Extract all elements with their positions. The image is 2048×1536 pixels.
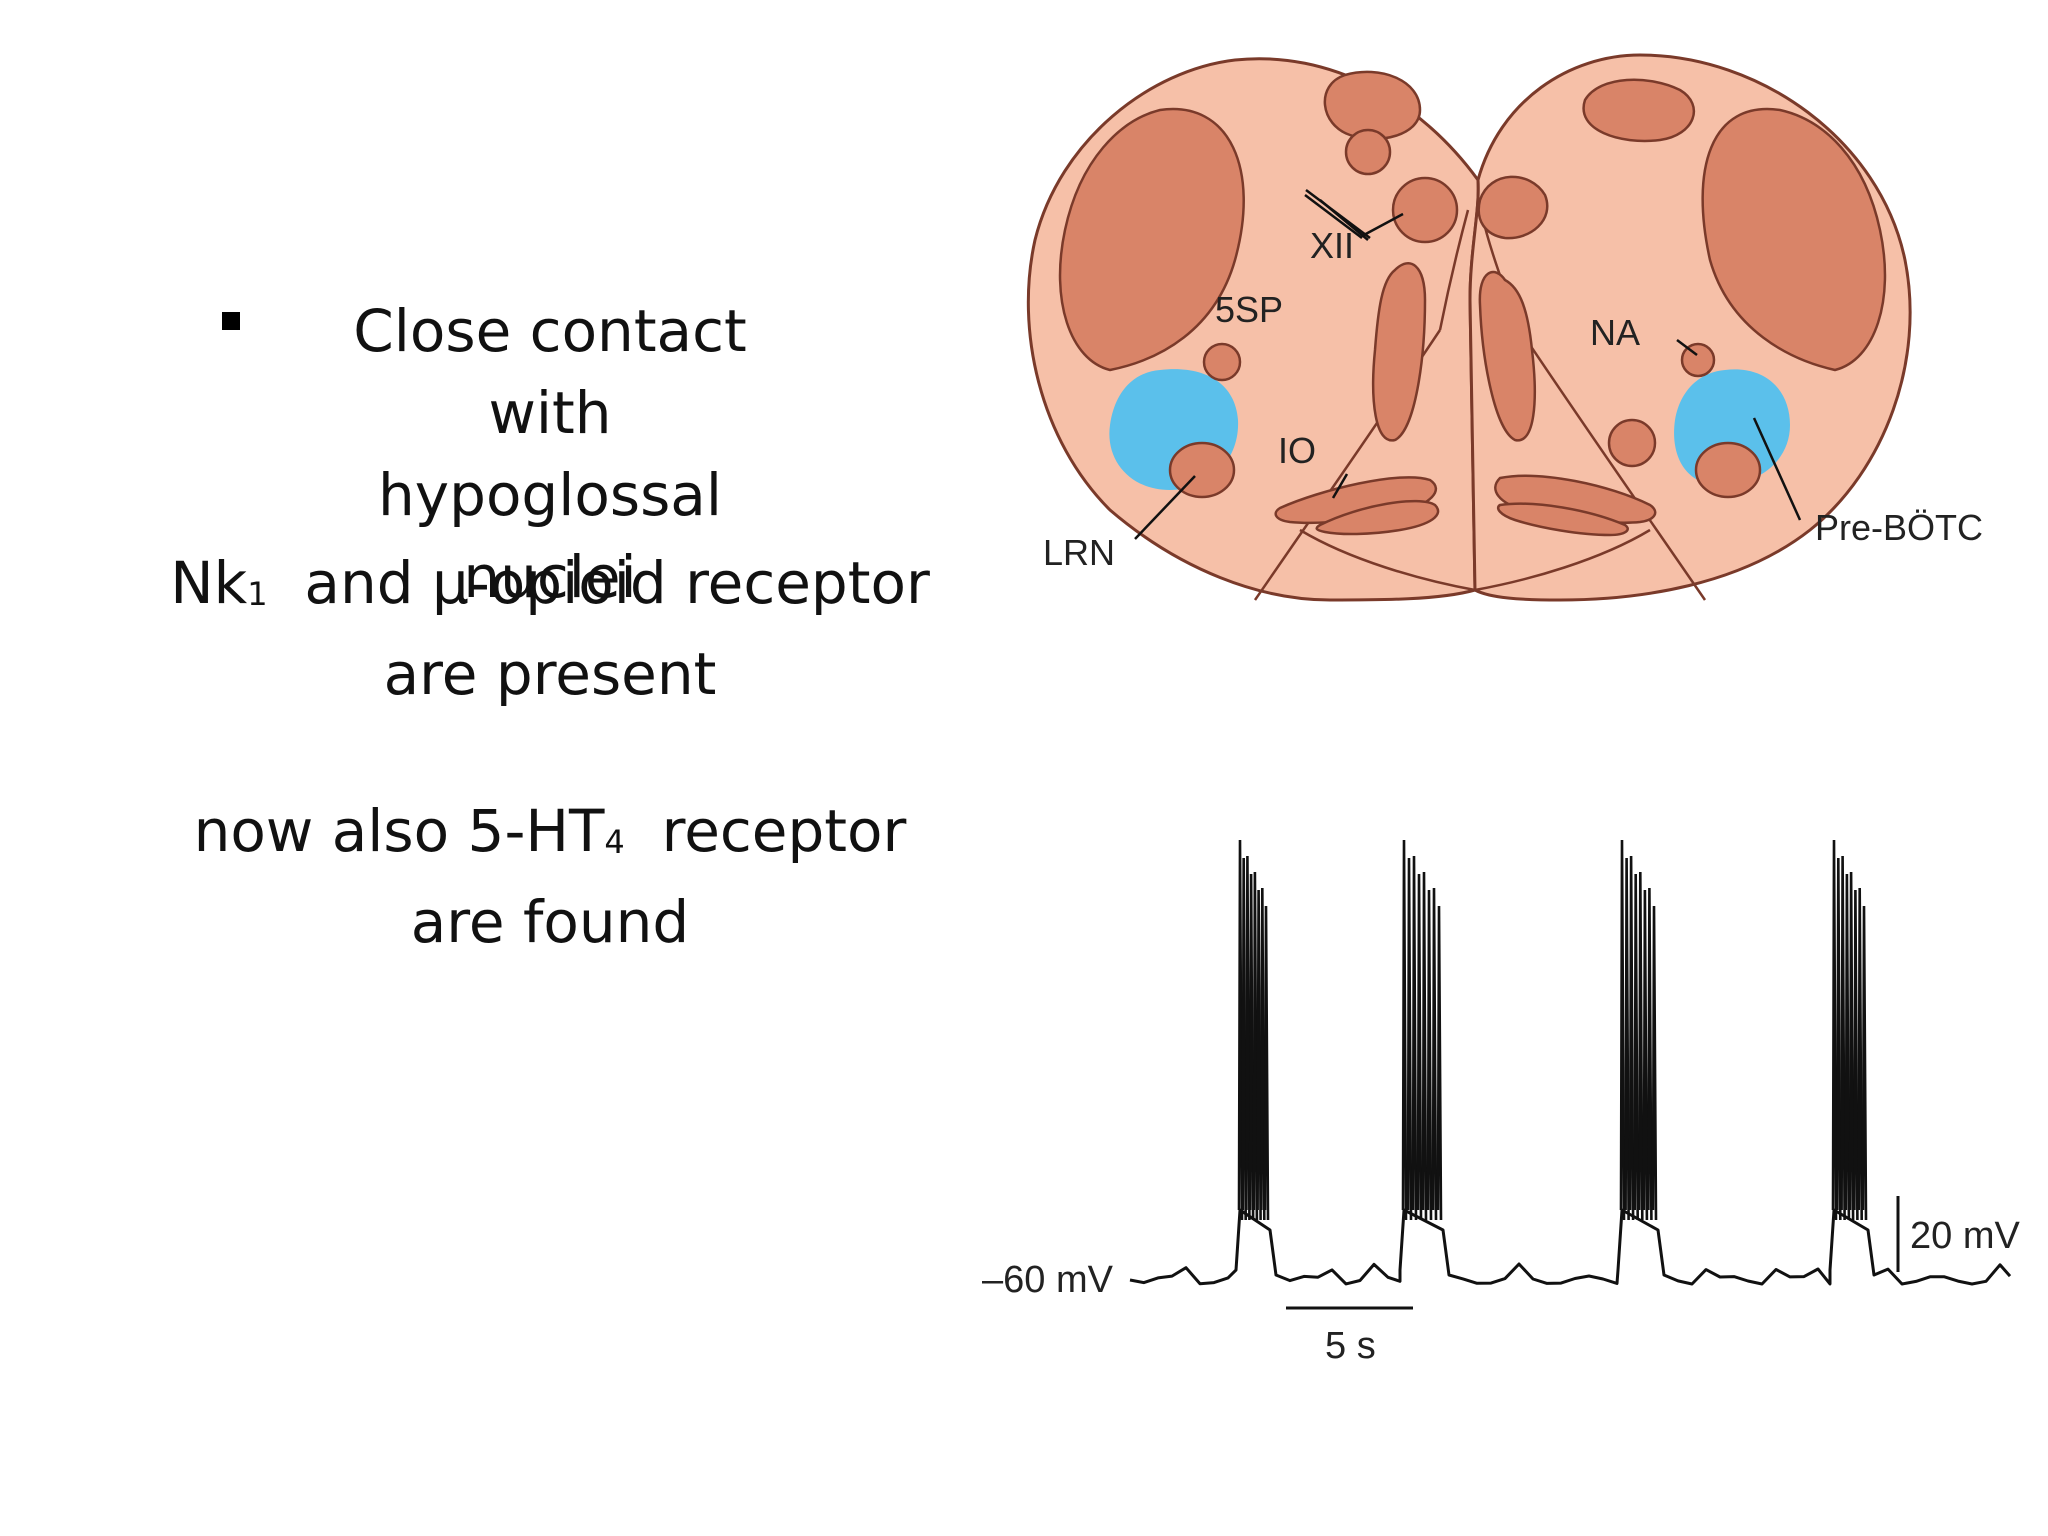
receptors-line-1: Nk1 and μ-opioid receptor (170, 542, 930, 633)
action-potential-spike (1252, 871, 1259, 1221)
action-potential-spike (1840, 855, 1846, 1221)
serotonin-prefix: now also 5-HT (193, 797, 605, 865)
receptors-line-2: are present (383, 640, 717, 708)
bullet-item: Close contact with hypoglossal nuclei (170, 290, 930, 618)
right-dorsal-cap (1582, 78, 1696, 143)
action-potential-spike (1263, 905, 1270, 1221)
square-bullet-icon (222, 312, 240, 330)
action-potential-spike (1857, 887, 1863, 1221)
left-top-nucleus (1344, 128, 1392, 176)
right-lrn-nucleus (1694, 441, 1762, 499)
right-medial-column (1478, 270, 1536, 442)
action-potential-spike (1248, 873, 1255, 1221)
action-potential-spike (1436, 905, 1443, 1221)
io-label: IO (1278, 430, 1316, 471)
voltage-trace-line (1129, 1208, 2012, 1286)
left-na-nucleus (1202, 342, 1242, 382)
action-potential-spike (1633, 873, 1639, 1221)
action-potential-spike (1836, 857, 1842, 1221)
action-potential-spike (1411, 855, 1418, 1221)
right-xii-nucleus (1477, 175, 1549, 240)
receptors-rest: and μ-opioid receptor (304, 549, 930, 617)
action-potential-spike (1431, 887, 1438, 1221)
voltage-scale-label: 20 mV (1910, 1215, 2020, 1257)
nk-subscript: 1 (247, 575, 268, 613)
text-block: Close contact with hypoglossal nuclei Nk… (170, 290, 930, 956)
leader-lines (1134, 189, 1802, 540)
serotonin-paragraph: now also 5-HT4 receptor are found (170, 790, 930, 963)
prebotc-label: Pre-BÖTC (1815, 507, 1983, 548)
action-potential-spike (1624, 857, 1630, 1221)
action-potential-spike (1848, 871, 1855, 1221)
action-potential-spike (1861, 905, 1868, 1221)
inferior-olive-left (1274, 476, 1440, 536)
action-potential-spike (1416, 873, 1423, 1221)
action-potential-spike (1241, 857, 1247, 1221)
action-potential-spike (1401, 839, 1408, 1221)
action-potential-spike (1853, 889, 1859, 1221)
action-potential-spike (1421, 871, 1428, 1221)
action-potential-spike (1426, 889, 1433, 1221)
lrn-label: LRN (1043, 532, 1115, 573)
action-potential-spike (1647, 887, 1653, 1221)
serotonin-subscript: 4 (604, 823, 625, 861)
serotonin-line-1: now also 5-HT4 receptor (170, 790, 930, 881)
lrn-nucleus (1168, 441, 1236, 499)
action-potential-spike (1406, 857, 1413, 1221)
left-dorsal-cap (1323, 70, 1422, 140)
action-potential-spike (1638, 871, 1644, 1221)
spike-bursts (1237, 839, 1868, 1221)
na-nucleus (1680, 342, 1716, 378)
nk-text: Nk (170, 549, 248, 617)
action-potential-spike (1831, 839, 1838, 1221)
action-potential-spike (1245, 855, 1251, 1221)
action-potential-spike (1628, 855, 1635, 1221)
na-label: NA (1590, 312, 1640, 353)
brainstem-section-diagram: XII 5SP NA IO LRN Pre-BÖTC (1026, 53, 1983, 602)
receptors-paragraph: Nk1 and μ-opioid receptor are present (170, 542, 930, 715)
time-scale-label: 5 s (1325, 1325, 1376, 1367)
action-potential-spike (1619, 839, 1626, 1221)
action-potential-spike (1844, 873, 1851, 1221)
membrane-potential-trace: –60 mV 20 mV 5 s (982, 839, 2020, 1367)
action-potential-spike (1237, 839, 1244, 1221)
serotonin-line-2: are found (410, 888, 690, 956)
baseline-voltage-label: –60 mV (982, 1259, 1114, 1301)
right-lateral-mass (1701, 107, 1887, 372)
inferior-olive-right (1494, 474, 1657, 537)
action-potential-spike (1651, 905, 1658, 1221)
xii-label: XII (1310, 225, 1354, 266)
bullet-line-2: hypoglossal nuclei (378, 461, 722, 611)
serotonin-rest: receptor (661, 797, 907, 865)
action-potential-spike (1642, 889, 1649, 1221)
left-lateral-mass (1058, 107, 1245, 372)
right-mid-nucleus (1607, 418, 1657, 468)
left-medial-column (1371, 262, 1427, 442)
5sp-label: 5SP (1215, 289, 1283, 330)
xii-nucleus (1391, 176, 1459, 244)
action-potential-spike (1260, 887, 1266, 1221)
action-potential-spike (1256, 889, 1262, 1221)
bullet-line-1: Close contact with (353, 297, 747, 447)
